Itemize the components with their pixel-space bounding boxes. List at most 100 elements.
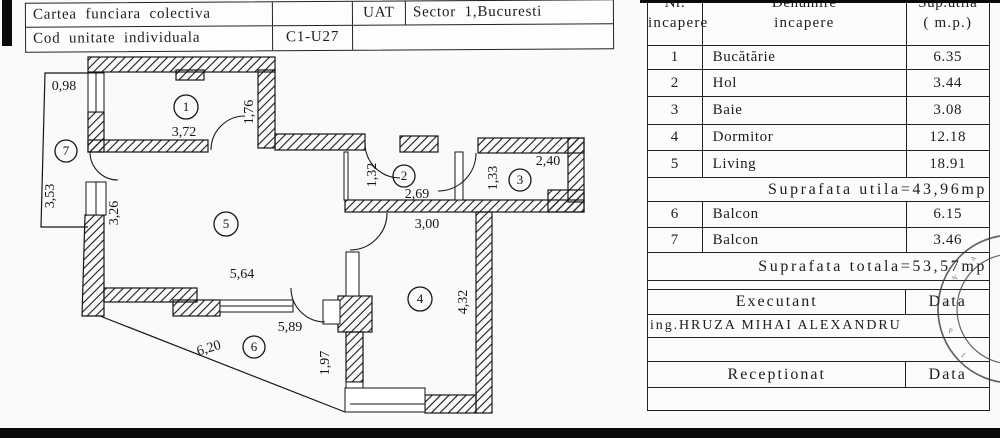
dim-label: 0,98 (52, 79, 77, 94)
wall (344, 199, 585, 213)
plan-walls (81, 56, 585, 414)
door-arc (210, 115, 246, 151)
table-row: 6 Balcon 6.15 (648, 202, 989, 228)
executant-row: Executant Data (648, 290, 989, 315)
room-nr: 3 (648, 97, 703, 124)
wall (337, 295, 373, 333)
door-arc (364, 142, 401, 179)
room-numbers: 1 2 3 4 5 6 7 (63, 99, 524, 354)
wall (424, 394, 477, 414)
header-nr-line2: incapere (648, 15, 709, 31)
wall (81, 214, 105, 317)
partition (343, 151, 349, 201)
meta-table-row-2: Cod unitate individuala C1-U27 (26, 24, 613, 52)
room-circle-5 (213, 211, 239, 237)
plan-doors (89, 115, 477, 323)
header-suprafata-line2: ( m.p.) (923, 15, 973, 31)
wall (475, 211, 493, 414)
room-name: Bucătărie (703, 46, 907, 69)
dim-label: 1,76 (242, 100, 257, 125)
room-circles (54, 94, 532, 359)
receptionat-data-label: Data (928, 366, 967, 383)
room-name: Dormitor (703, 125, 907, 150)
door-arc (349, 212, 388, 251)
room-number: 6 (251, 339, 258, 354)
meta-empty-cell (353, 24, 613, 50)
room-name: Balcon (703, 202, 907, 227)
receptionat-row: Receptionat Data (648, 362, 989, 388)
dim-label: 1,32 (365, 163, 380, 188)
door-arc (437, 152, 477, 192)
meta-table-row-1: Cartea funciara colectiva UAT Sector 1,B… (25, 0, 613, 28)
room-circle-6 (242, 335, 266, 359)
meta-empty-cell (272, 1, 353, 26)
header-denumire-line2: incapere (774, 15, 835, 31)
table-row: 5 Living 18.91 (648, 151, 989, 178)
scan-edge-mark-top-left (2, 0, 12, 46)
meta-label-uat: UAT (352, 1, 406, 25)
room-number: 2 (401, 168, 408, 183)
meta-label-cartea-funciara: Cartea funciara colectiva (25, 2, 273, 27)
room-nr: 6 (648, 202, 703, 227)
dim-label: 3,72 (172, 125, 197, 140)
meta-label-cod-unitate: Cod unitate individuala (26, 26, 274, 52)
room-area: 18.91 (929, 156, 967, 172)
wall (274, 133, 366, 151)
engineer-row: ing.HRUZA MIHAI ALEXANDRU 10.09.2019 (648, 315, 989, 338)
executant-data-label: Data (928, 293, 967, 310)
total-row: Suprafata totala=53,57mp (648, 253, 989, 281)
door-jamb (345, 251, 360, 297)
dim-label: 4,32 (456, 290, 471, 315)
partition (454, 151, 464, 201)
header-suprafata-line1: Sup.utila (918, 0, 978, 11)
balcony7-outline (40, 72, 88, 228)
dim-label: 3,00 (415, 217, 440, 232)
room-circle-4 (407, 286, 433, 312)
header-denumire-line1: Denumire (771, 0, 837, 11)
wall (257, 69, 276, 149)
spacer-row (648, 281, 989, 290)
room-name: Baie (703, 97, 907, 124)
door-jamb (322, 299, 341, 325)
room-area: 3.08 (933, 102, 963, 118)
room-circle-2 (392, 164, 416, 188)
room-circle-3 (508, 168, 532, 192)
room-area: 3.44 (933, 75, 963, 91)
header-denumire: Denumire incapere (703, 0, 907, 45)
spacer-row (648, 388, 989, 411)
table-row: 3 Baie 3.08 (648, 97, 989, 125)
scan-edge-mark-top-right (640, 0, 1000, 3)
room-nr: 2 (648, 70, 703, 96)
room-circle-1 (173, 94, 199, 120)
room-circle-7 (54, 139, 78, 163)
room-name: Hol (703, 70, 907, 96)
room-name: Balcon (703, 228, 907, 252)
plan-windows (85, 72, 464, 413)
room-number: 1 (183, 99, 190, 114)
wall (399, 135, 439, 153)
receptionat-label: Receptionat (648, 362, 907, 387)
room-nr: 4 (648, 125, 703, 150)
header-nr-line1: Nr. (664, 0, 686, 11)
room-number: 7 (63, 143, 70, 158)
dim-label: 1,97 (318, 351, 333, 376)
room-nr: 5 (648, 151, 703, 177)
wall (87, 139, 209, 153)
room-nr: 7 (648, 228, 703, 252)
dim-label: 1,33 (486, 166, 501, 191)
wall (172, 299, 221, 317)
room-name: Living (703, 151, 907, 177)
table-row: 1 Bucătărie 6.35 (648, 46, 989, 70)
dim-label: 3,26 (107, 201, 122, 226)
table-row: 4 Dormitor 12.18 (648, 125, 989, 151)
room-number: 3 (517, 172, 524, 187)
room-nr: 1 (648, 46, 703, 69)
room-number: 5 (223, 216, 230, 231)
dim-label: 6,20 (195, 338, 223, 360)
dimension-labels: 0,98 3,53 3,72 1,76 3,26 5,64 1,32 2,69 … (43, 79, 560, 375)
room-number: 4 (417, 291, 424, 306)
header-suprafata: Sup.utila ( m.p.) (907, 0, 989, 45)
meta-table: Cartea funciara colectiva UAT Sector 1,B… (24, 0, 615, 53)
